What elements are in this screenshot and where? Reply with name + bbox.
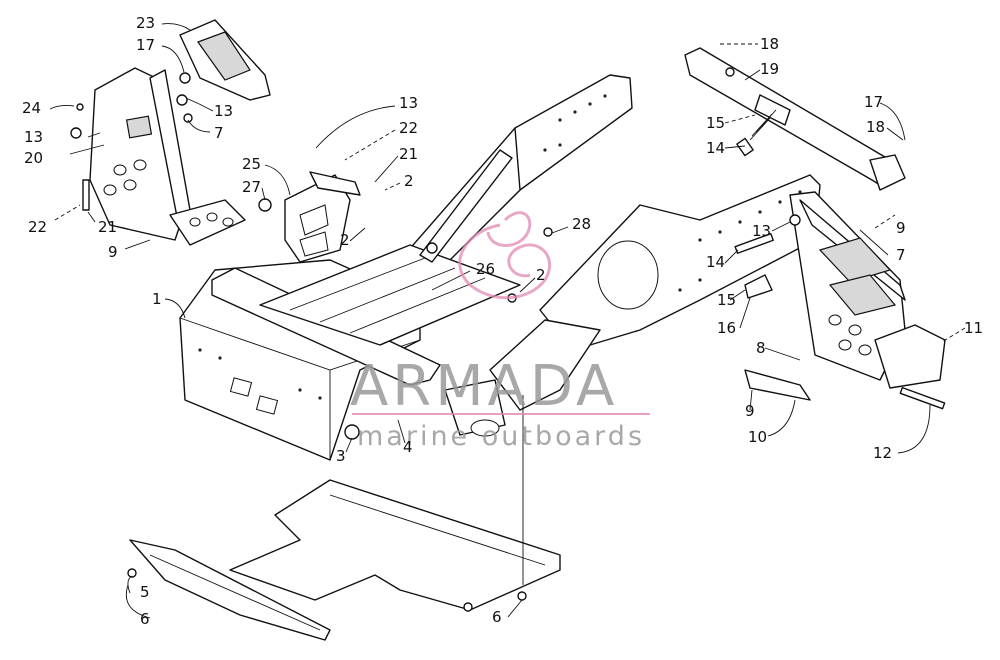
callout-2-right: 2: [536, 266, 546, 284]
watermark-subtitle: marine outboards: [357, 421, 645, 452]
callout-28: 28: [572, 215, 591, 233]
callout-27: 27: [242, 178, 261, 196]
callout-23-top-left: 23: [136, 14, 155, 32]
callout-2-upper: 2: [404, 172, 414, 190]
leader-lines: [49, 23, 966, 619]
callout-16: 16: [717, 319, 736, 337]
callout-7-right: 7: [896, 246, 906, 264]
callout-12: 12: [873, 444, 892, 462]
callout-9-left: 9: [108, 243, 118, 261]
callout-19: 19: [760, 60, 779, 78]
tunnel-frame-assembly: [179, 74, 821, 461]
callout-13-left-upper: 13: [214, 102, 233, 120]
callout-13-left-lower: 13: [24, 128, 43, 146]
callout-7-left: 7: [214, 124, 224, 142]
callout-17-right: 17: [864, 93, 883, 111]
callout-10: 10: [748, 428, 767, 446]
callout-15-upper: 15: [706, 114, 725, 132]
watermark-title: ARMADA: [350, 354, 618, 419]
floor-pan-and-skid: [127, 479, 561, 641]
callout-9-right-upper: 9: [896, 219, 906, 237]
callout-13-center: 13: [399, 94, 418, 112]
watermark-logo: [458, 211, 552, 300]
left-upper-vent-bracket: [70, 19, 271, 139]
callout-18-right: 18: [866, 118, 885, 136]
callout-6-bottom: 6: [492, 608, 502, 626]
callout-11: 11: [964, 319, 983, 337]
callout-numbers: 23 17 24 13 13 7 20 22 21 9 13 22 21 25 …: [22, 14, 983, 628]
callout-1: 1: [152, 290, 162, 308]
callout-8: 8: [756, 339, 766, 357]
armada-watermark: ARMADA marine outboards: [350, 211, 650, 452]
callout-25: 25: [242, 155, 261, 173]
left-front-bracket: [82, 67, 246, 246]
callout-2-left: 2: [340, 231, 350, 249]
callout-14-upper: 14: [706, 139, 725, 157]
callout-3: 3: [336, 447, 346, 465]
callout-13-right: 13: [752, 222, 771, 240]
callout-6-left: 6: [140, 610, 150, 628]
callout-21-left: 21: [98, 218, 117, 236]
callout-4: 4: [403, 438, 413, 456]
callout-15-lower: 15: [717, 291, 736, 309]
callout-17-top-left: 17: [136, 36, 155, 54]
callout-24: 24: [22, 99, 41, 117]
callout-21-center: 21: [399, 145, 418, 163]
callout-5: 5: [140, 583, 150, 601]
callout-22-left: 22: [28, 218, 47, 236]
callout-26: 26: [476, 260, 495, 278]
callout-14-lower: 14: [706, 253, 725, 271]
right-cross-bar: [684, 47, 906, 191]
callout-18-top: 18: [760, 35, 779, 53]
callout-9-right-lower: 9: [745, 402, 755, 420]
callout-22-center: 22: [399, 119, 418, 137]
steering-support-bracket: [258, 171, 361, 263]
callout-20: 20: [24, 149, 43, 167]
right-front-bracket: [734, 191, 946, 410]
